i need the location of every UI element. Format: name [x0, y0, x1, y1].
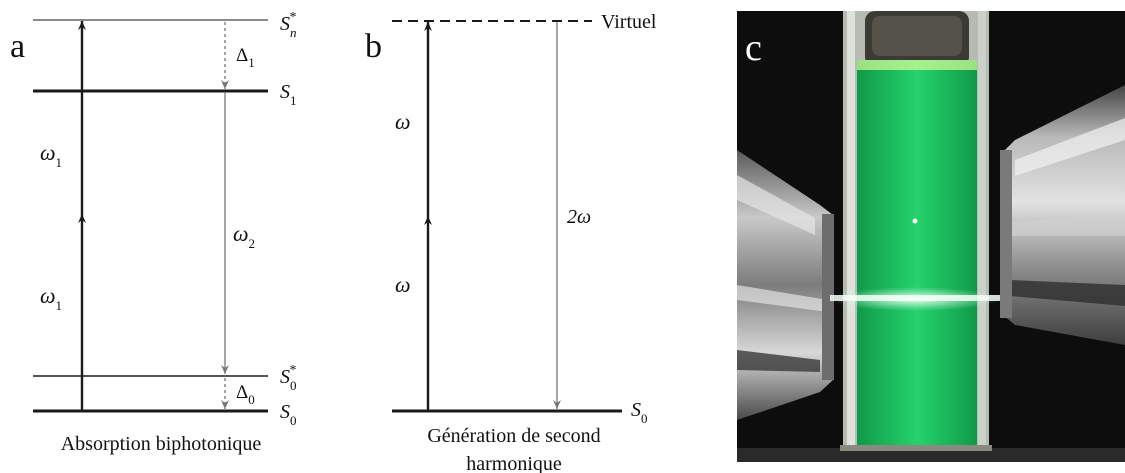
- label-s0: S0: [280, 401, 297, 428]
- label-sn-star: Sn*: [280, 10, 297, 40]
- panel-c-letter: c: [745, 27, 762, 69]
- label-s0-star: S0*: [280, 363, 297, 393]
- label-s0-b: S0: [631, 399, 648, 426]
- cuvette: [737, 11, 1125, 462]
- focal-point: [912, 218, 918, 224]
- panel-b-letter: b: [365, 28, 382, 65]
- label-omega-upper: ω: [395, 109, 411, 134]
- label-two-omega: 2ω: [567, 206, 591, 228]
- panel-a-letter: a: [10, 28, 25, 65]
- label-omega2: ω2: [233, 221, 255, 251]
- label-omega1-lower: ω1: [40, 283, 62, 313]
- panel-b-caption-line2: harmonique: [466, 453, 562, 473]
- panel-b-caption-line1: Génération de second: [427, 425, 600, 447]
- fluorescent-fluid: [857, 60, 977, 457]
- panel-a-caption: Absorption biphotonique: [61, 433, 262, 455]
- right-objective-lens: [1000, 85, 1125, 345]
- label-delta1: Δ1: [236, 45, 255, 70]
- label-delta0: Δ0: [236, 382, 255, 407]
- label-omega-lower: ω: [395, 272, 411, 297]
- label-omega1-upper: ω1: [40, 140, 62, 170]
- panel-b: b Virtuel S0 ω ω 2ω Génération de second…: [365, 11, 657, 473]
- cuvette-holder-base: [737, 448, 1125, 462]
- left-objective-lens: [737, 150, 834, 420]
- panel-c-photo: c: [737, 11, 1125, 462]
- label-virtual: Virtuel: [601, 11, 657, 33]
- panel-a: a Sn* S1 S0* S0 ω1 ω1: [10, 10, 297, 455]
- label-s1: S1: [280, 81, 297, 108]
